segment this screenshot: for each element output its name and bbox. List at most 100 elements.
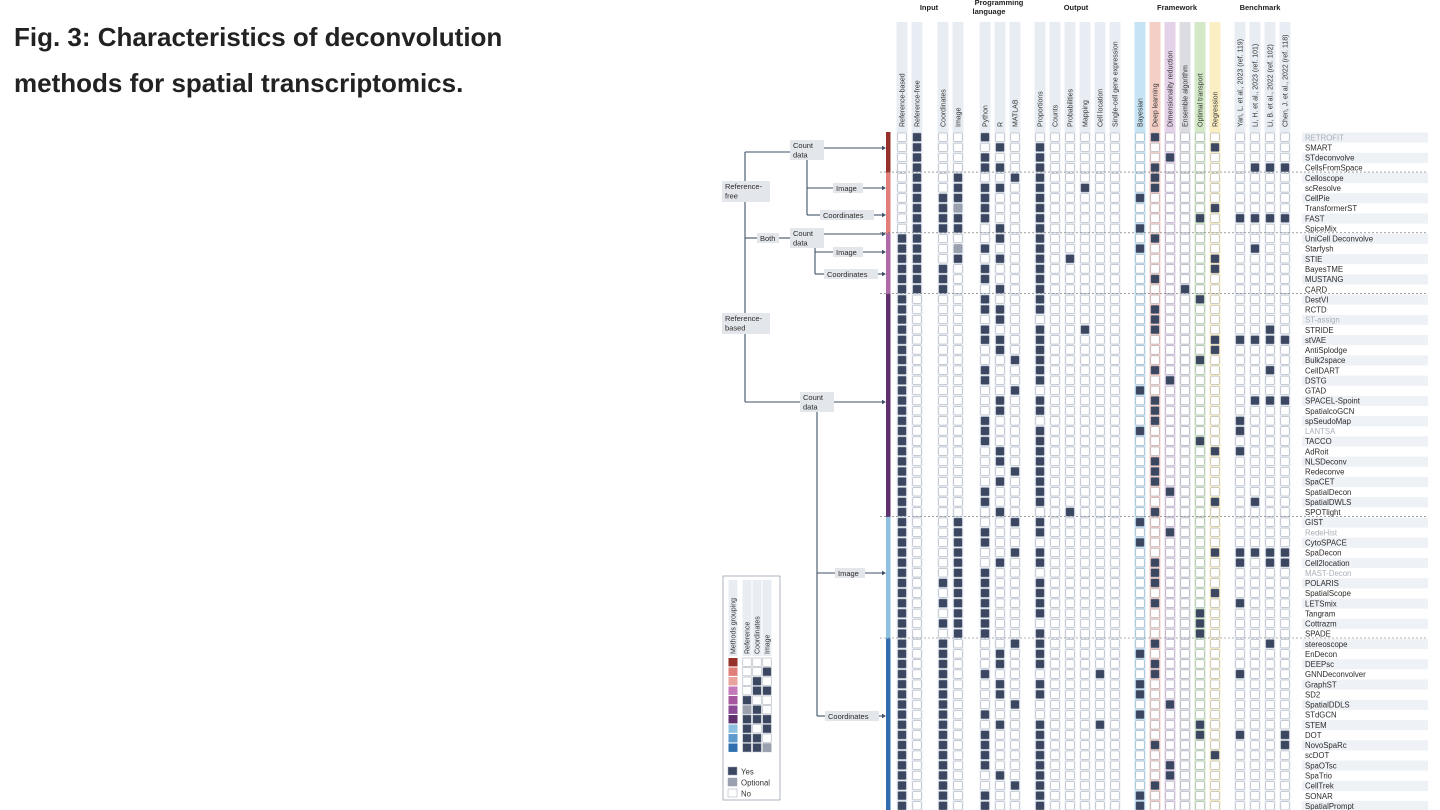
matrix-cell bbox=[995, 770, 1005, 780]
matrix-cell bbox=[995, 203, 1005, 213]
matrix-cell bbox=[953, 497, 963, 507]
matrix-cell bbox=[1010, 781, 1020, 790]
matrix-cell bbox=[1195, 649, 1205, 659]
matrix-cell bbox=[1135, 467, 1145, 476]
matrix-cell bbox=[1195, 467, 1205, 476]
matrix-cell bbox=[1110, 760, 1120, 770]
matrix-cell bbox=[1210, 345, 1220, 355]
matrix-cell bbox=[980, 375, 990, 385]
matrix-cell bbox=[1080, 558, 1090, 568]
column-header: Cell location bbox=[1098, 89, 1105, 127]
method-name: RCTD bbox=[1305, 306, 1327, 315]
matrix-cell bbox=[1180, 517, 1190, 527]
matrix-cell bbox=[1110, 386, 1120, 395]
column-header: Proportions bbox=[1038, 91, 1045, 127]
matrix-cell bbox=[1235, 446, 1245, 456]
matrix-cell bbox=[1195, 507, 1205, 517]
matrix-cell bbox=[1265, 548, 1275, 557]
matrix-cell bbox=[1035, 558, 1045, 568]
matrix-cell bbox=[1250, 679, 1260, 689]
matrix-cell bbox=[1080, 426, 1090, 436]
matrix-cell bbox=[1135, 537, 1145, 547]
matrix-cell bbox=[1050, 527, 1060, 537]
matrix-cell bbox=[1180, 426, 1190, 436]
matrix-cell bbox=[897, 750, 907, 760]
matrix-cell bbox=[953, 669, 963, 679]
matrix-cell bbox=[938, 375, 948, 385]
matrix-cell bbox=[938, 588, 948, 598]
matrix-cell bbox=[1080, 142, 1090, 152]
matrix-cell bbox=[980, 426, 990, 436]
matrix-cell bbox=[912, 355, 922, 365]
matrix-cell bbox=[1135, 760, 1145, 770]
matrix-cell bbox=[1280, 487, 1290, 497]
matrix-cell bbox=[1010, 558, 1020, 568]
matrix-cell bbox=[912, 497, 922, 507]
matrix-cell bbox=[1035, 750, 1045, 760]
matrix-cell bbox=[1250, 446, 1260, 456]
matrix-cell bbox=[1080, 244, 1090, 254]
legend-header-band bbox=[728, 580, 738, 656]
matrix-cell bbox=[995, 578, 1005, 588]
column-band bbox=[911, 22, 923, 810]
matrix-cell bbox=[1235, 477, 1245, 487]
matrix-cell bbox=[1095, 689, 1105, 699]
matrix-cell bbox=[1165, 659, 1175, 669]
matrix-cell bbox=[912, 669, 922, 679]
matrix-cell bbox=[1135, 234, 1145, 243]
legend-cell bbox=[742, 724, 752, 734]
matrix-cell bbox=[897, 173, 907, 183]
tree-node-reference-free: free bbox=[725, 192, 738, 201]
matrix-cell bbox=[1235, 507, 1245, 517]
legend-cell bbox=[752, 733, 762, 743]
matrix-cell bbox=[995, 375, 1005, 385]
matrix-cell bbox=[1095, 163, 1105, 173]
legend-header: Coordinates bbox=[755, 616, 762, 654]
matrix-cell bbox=[897, 548, 907, 557]
matrix-cell bbox=[1235, 386, 1245, 395]
matrix-cell bbox=[1050, 548, 1060, 557]
matrix-cell bbox=[1010, 537, 1020, 547]
matrix-cell bbox=[1080, 304, 1090, 314]
matrix-cell bbox=[1135, 679, 1145, 689]
matrix-cell bbox=[1080, 689, 1090, 699]
matrix-cell bbox=[1265, 315, 1275, 324]
matrix-cell bbox=[1180, 639, 1190, 649]
matrix-cell bbox=[1135, 781, 1145, 790]
matrix-cell bbox=[980, 234, 990, 243]
matrix-cell bbox=[1280, 132, 1290, 142]
legend-cell bbox=[742, 705, 752, 715]
matrix-cell bbox=[1010, 568, 1020, 578]
column-header: Regression bbox=[1213, 91, 1220, 127]
matrix-cell bbox=[1165, 649, 1175, 659]
matrix-cell bbox=[1035, 527, 1045, 537]
matrix-cell bbox=[1195, 284, 1205, 294]
matrix-cell bbox=[1110, 548, 1120, 557]
matrix-cell bbox=[1095, 274, 1105, 284]
matrix-cell bbox=[980, 618, 990, 628]
matrix-cell bbox=[1050, 649, 1060, 659]
matrix-cell bbox=[980, 548, 990, 557]
matrix-cell bbox=[1210, 355, 1220, 365]
matrix-cell bbox=[980, 153, 990, 162]
matrix-cell bbox=[912, 517, 922, 527]
matrix-cell bbox=[1095, 213, 1105, 223]
matrix-cell bbox=[1080, 517, 1090, 527]
legend-cell bbox=[752, 667, 762, 677]
matrix-cell bbox=[1010, 598, 1020, 608]
matrix-cell bbox=[1080, 750, 1090, 760]
matrix-cell bbox=[912, 345, 922, 355]
matrix-cell bbox=[1135, 517, 1145, 527]
matrix-cell bbox=[1095, 720, 1105, 730]
matrix-cell bbox=[1195, 588, 1205, 598]
matrix-cell bbox=[1150, 456, 1160, 466]
matrix-cell bbox=[1250, 436, 1260, 446]
matrix-cell bbox=[953, 558, 963, 568]
matrix-cell bbox=[1195, 386, 1205, 395]
matrix-cell bbox=[1210, 335, 1220, 345]
matrix-cell bbox=[980, 142, 990, 152]
name-stripe bbox=[1302, 152, 1428, 163]
matrix-cell bbox=[1180, 294, 1190, 304]
method-name: LETSmix bbox=[1305, 599, 1337, 608]
matrix-cell bbox=[953, 375, 963, 385]
